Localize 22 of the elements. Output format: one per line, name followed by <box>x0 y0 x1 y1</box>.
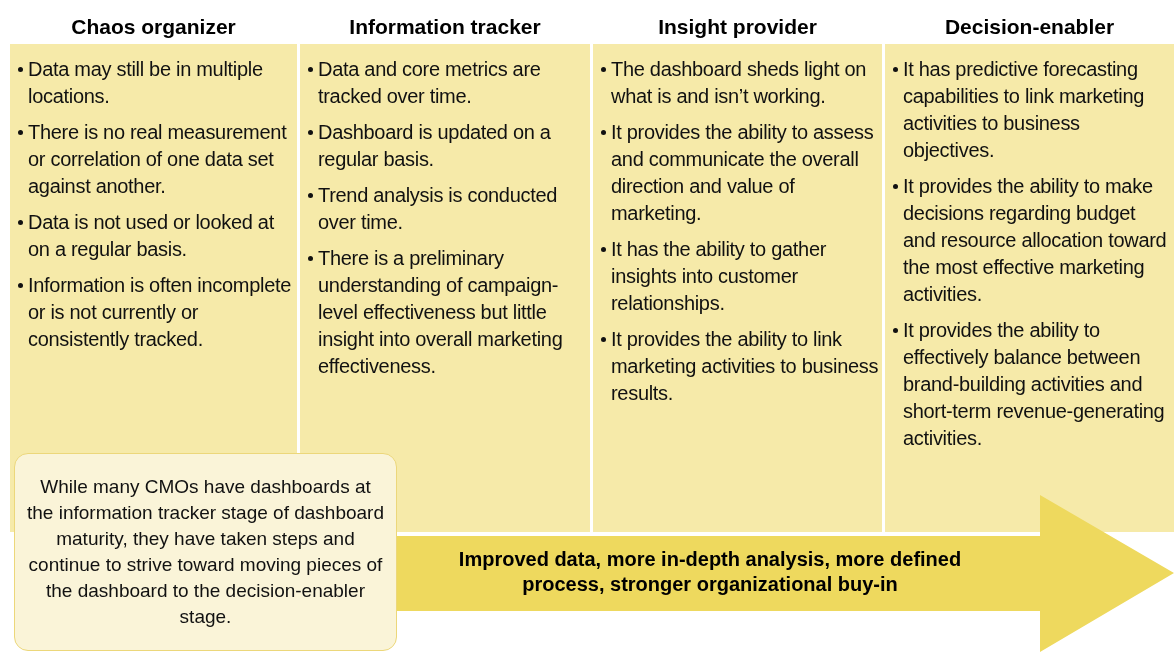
column-heading: Insight provider <box>657 14 818 40</box>
bullet-text: Data may still be in multiple locations. <box>28 57 264 109</box>
column-heading: Decision-enabler <box>943 14 1116 40</box>
bullet-text: Data and core metrics are tracked over time. <box>318 57 542 109</box>
callout-text: While many CMOs have dashboards at the information tracker stage of dashboard maturity, they have taken steps and continue to strive toward moving pieces of the dashboard to the decision-enabler stage. <box>26 475 385 629</box>
bullet-text: It has predictive forecasting capabilities to link marketing activities to business objectives. <box>903 57 1146 163</box>
column-heading: Information tracker <box>348 14 542 40</box>
callout-box <box>14 453 397 651</box>
bullet-text: The dashboard sheds light on what is and isn’t working. <box>611 57 868 109</box>
bullet-text: It provides the ability to assess and communicate the overall direction and value of marketing. <box>611 120 875 226</box>
bullet-text: Trend analysis is conducted over time. <box>318 183 559 235</box>
bullet-text: There is a preliminary understanding of campaign-level effectiveness but little insight into overall marketing effectiveness. <box>318 246 564 379</box>
column-heading: Chaos organizer <box>70 14 237 40</box>
bullet-text: It provides the ability to make decisions regarding budget and resource allocation toward the most effective marketing activities. <box>903 174 1168 307</box>
bullet-text: Dashboard is updated on a regular basis. <box>318 120 552 172</box>
bullet-text: It has the ability to gather insights into customer relationships. <box>611 237 828 316</box>
bullet-text: Data is not used or looked at on a regular basis. <box>28 210 275 262</box>
arrow-label: Improved data, more in-depth analysis, more defined process, stronger organizational buy-in <box>457 547 963 597</box>
bullet-text: There is no real measurement or correlation of one data set against another. <box>28 120 288 199</box>
bullet-text: It provides the ability to link marketing activities to business results. <box>611 327 880 406</box>
bullet-text: Information is often incomplete or is not currently or consistently tracked. <box>28 273 293 352</box>
bullet-text: It provides the ability to effectively balance between brand-building activities and short-term revenue-generating activities. <box>903 318 1166 451</box>
